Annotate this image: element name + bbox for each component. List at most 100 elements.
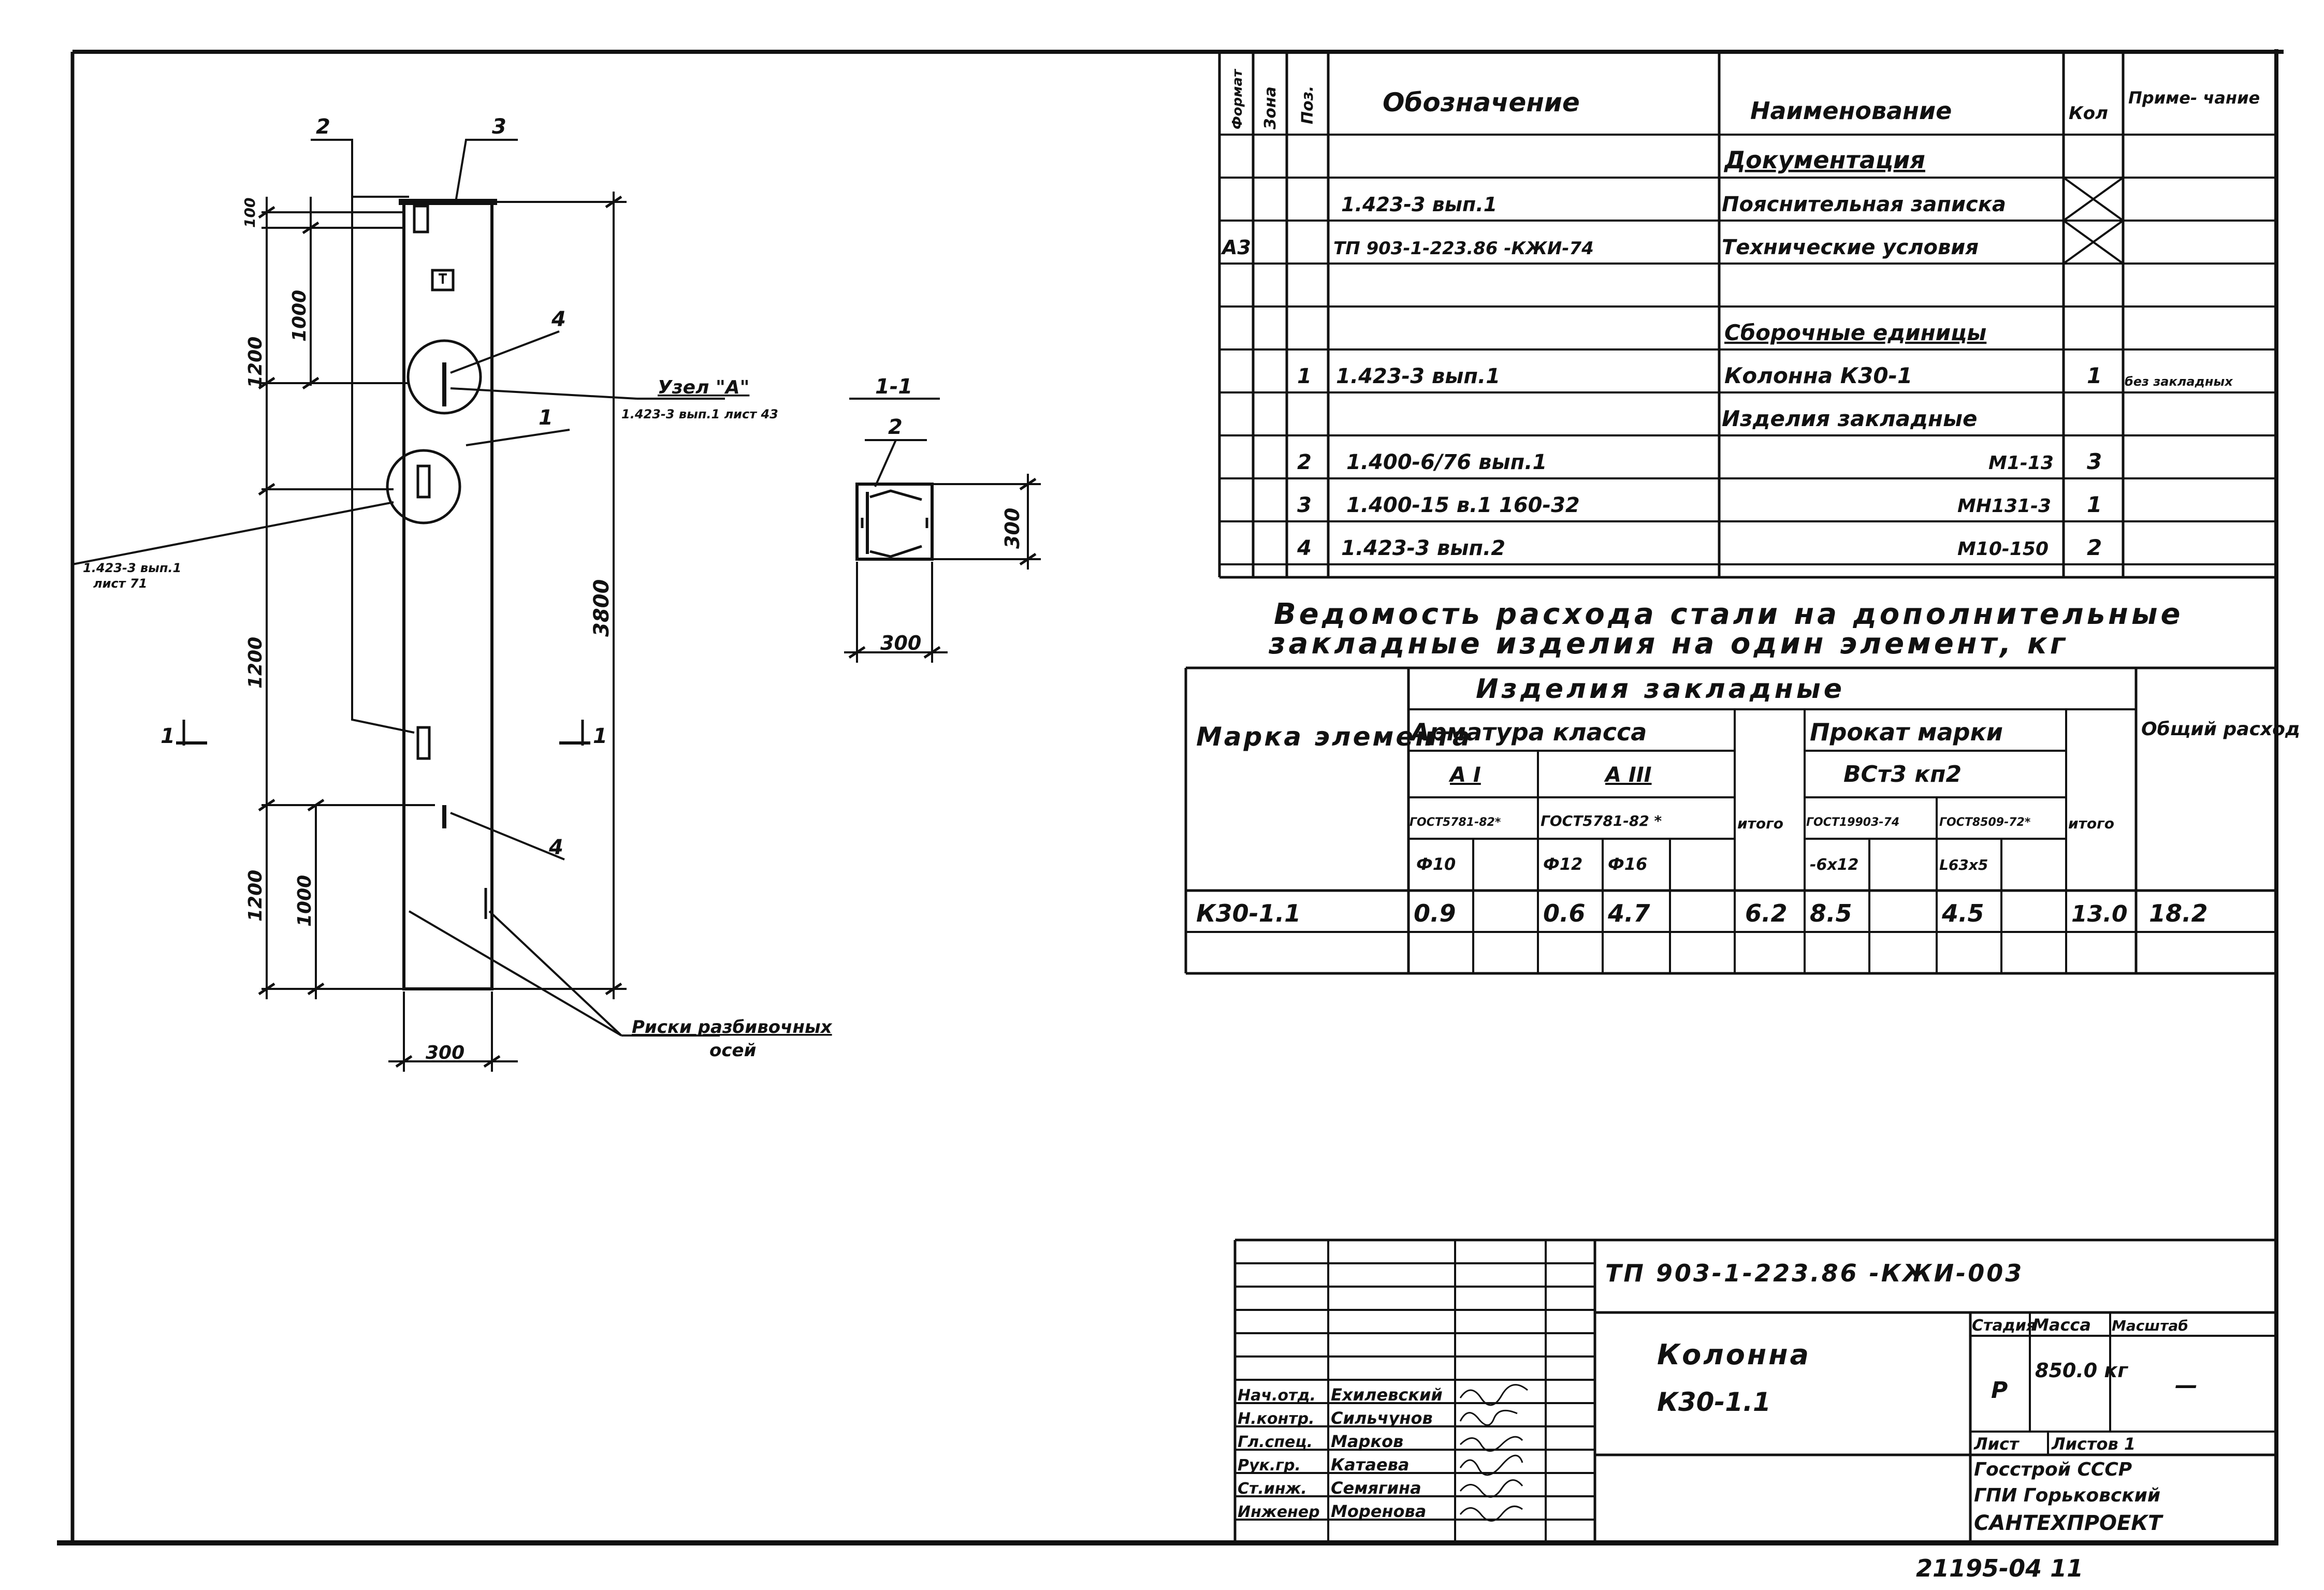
- spec-row7-name: Изделия закладные: [1722, 406, 1978, 431]
- steel-h-d10: Ф10: [1416, 854, 1456, 874]
- section-dim-h: 300: [1001, 508, 1024, 549]
- tb-org-line2: ГПИ Горьковский: [1974, 1485, 2160, 1506]
- column-elevation: [72, 139, 725, 1072]
- steel-h-aiii: А III: [1604, 763, 1652, 787]
- steel-row-s1: 8.5: [1810, 899, 1852, 927]
- steel-row-d12: 0.6: [1543, 899, 1586, 927]
- steel-h-d16: Ф16: [1608, 854, 1647, 874]
- tb-person-1: Сильчунов: [1331, 1408, 1433, 1428]
- spec-h-format: Формат: [1230, 68, 1245, 129]
- steel-h-gost3: ГОСТ19903-74: [1806, 816, 1899, 829]
- spec-h-zone: Зона: [1261, 86, 1280, 130]
- steel-h-mark: Марка элемента: [1196, 722, 1472, 752]
- steel-h-s2: L63х5: [1939, 856, 1988, 873]
- spec-row2-designation: 1.423-3 вып.1: [1341, 193, 1497, 216]
- sheet-frame: [57, 49, 2284, 1545]
- steel-row-d16: 4.7: [1607, 899, 1650, 927]
- steel-h-s1: -6х12: [1810, 856, 1858, 874]
- section-cut-right-label: 1: [593, 724, 607, 748]
- spec-row10-name: М10-150: [1957, 538, 2049, 560]
- tb-sheet: Лист: [1973, 1434, 2020, 1454]
- tb-code: ТП 903-1-223.86 -КЖИ-003: [1605, 1259, 2024, 1287]
- dim-3800: 3800: [590, 579, 614, 637]
- tb-scale: —: [2175, 1372, 2198, 1398]
- spec-row8-qty: 3: [2087, 449, 2102, 474]
- spec-row10-qty: 2: [2087, 535, 2102, 560]
- node-a-ref: 1.423-3 вып.1 лист 43: [621, 407, 778, 421]
- node-a-circle: [406, 339, 482, 415]
- spec-row6-pos: 1: [1297, 364, 1312, 388]
- spec-row10-designation: 1.423-3 вып.2: [1341, 536, 1505, 560]
- tb-role-3: Рук.гр.: [1238, 1456, 1301, 1475]
- tb-role-0: Нач.отд.: [1238, 1387, 1316, 1405]
- steel-h-gost2: ГОСТ5781-82 *: [1541, 812, 1662, 829]
- section-outline: [855, 483, 934, 561]
- section-dim-w: 300: [880, 632, 921, 654]
- steel-h-ai: А I: [1448, 763, 1481, 787]
- spec-row10-pos: 4: [1297, 536, 1312, 560]
- tb-person-4: Семягина: [1331, 1478, 1421, 1498]
- tb-person-0: Ехилевский: [1331, 1385, 1443, 1405]
- node-a-title: Узел "А": [658, 377, 749, 398]
- spec-h-qty: Кол: [2069, 103, 2108, 124]
- steel-row-mark: К30-1.1: [1196, 899, 1301, 927]
- tb-role-2: Гл.спец.: [1238, 1433, 1313, 1451]
- spec-row3-format: А3: [1221, 236, 1251, 259]
- tb-h-stage: Стадия: [1972, 1317, 2036, 1335]
- spec-row6-name: Колонна К30-1: [1724, 363, 1912, 388]
- marks-note-line2: осей: [709, 1040, 756, 1061]
- dim-300-bottom: 300: [426, 1042, 464, 1063]
- steel-h-products: Изделия закладные: [1476, 674, 1845, 705]
- steel-h-vst: ВСт3 кп2: [1843, 761, 1962, 787]
- tb-role-5: Инженер: [1238, 1503, 1320, 1521]
- spec-row6-designation: 1.423-3 вып.1: [1336, 364, 1500, 388]
- spec-row3-name: Технические условия: [1722, 236, 1979, 259]
- tb-name-line2: К30-1.1: [1657, 1387, 1771, 1417]
- spec-table: [1218, 52, 2276, 579]
- tb-mass: 850.0 кг: [2035, 1359, 2128, 1382]
- tb-stage: Р: [1991, 1377, 2008, 1404]
- spec-row5-name: Сборочные единицы: [1724, 320, 1986, 345]
- embed-box: [431, 269, 455, 291]
- spec-row9-qty: 1: [2087, 492, 2102, 517]
- section-title: 1-1: [875, 375, 912, 399]
- section-1-1: [844, 398, 1041, 663]
- spec-row6-note: без закладных: [2125, 374, 2233, 389]
- pos4-bottom-label: 4: [548, 836, 563, 859]
- steel-h-rebar: Арматура класса: [1410, 718, 1647, 746]
- spec-row9-pos: 3: [1297, 493, 1312, 517]
- left-ref-line1: 1.423-3 вып.1: [83, 561, 181, 575]
- signatures: [1459, 1384, 1528, 1522]
- steel-h-itogo: итого: [1737, 815, 1783, 832]
- tb-person-3: Катаева: [1331, 1455, 1409, 1475]
- node-ref-circle: [386, 449, 461, 524]
- spec-h-designation: Обозначение: [1383, 87, 1580, 118]
- steel-title-line1: Ведомость расхода стали на дополнительны…: [1274, 597, 2184, 631]
- steel-h-gost1: ГОСТ5781-82*: [1410, 816, 1501, 829]
- spec-row8-pos: 2: [1297, 450, 1312, 474]
- spec-row8-name: М1-13: [1988, 453, 2054, 474]
- left-ref-line2: лист 71: [93, 576, 147, 591]
- tb-person-5: Моренова: [1331, 1501, 1426, 1521]
- steel-row-d10: 0.9: [1414, 899, 1456, 927]
- column-outline: [402, 200, 493, 990]
- spec-row9-designation: 1.400-15 в.1 160-32: [1346, 493, 1580, 517]
- section-pos-label: 2: [888, 415, 903, 439]
- dim-1200-top: 1200: [245, 337, 266, 388]
- dim-100: 100: [241, 198, 258, 228]
- tb-h-scale: Масштаб: [2112, 1317, 2188, 1334]
- steel-h-total: Общий расход: [2141, 719, 2300, 740]
- marks-note-line1: Риски разбивочных: [632, 1017, 833, 1038]
- dim-1200-mid: 1200: [245, 637, 266, 689]
- tb-org-line1: Госстрой СССР: [1974, 1459, 2132, 1480]
- pos3-label: 3: [492, 115, 506, 139]
- section-cut-left-label: 1: [161, 724, 175, 748]
- spec-row9-name: МН131-3: [1957, 495, 2051, 517]
- tb-h-mass: Масса: [2032, 1315, 2091, 1335]
- tb-person-2: Марков: [1331, 1432, 1403, 1451]
- steel-table: [1184, 666, 2276, 975]
- footer-inventory: 21195-04 11: [1916, 1554, 2083, 1582]
- tb-sheets: Листов 1: [2051, 1434, 2136, 1454]
- dim-1200-bot: 1200: [245, 870, 266, 922]
